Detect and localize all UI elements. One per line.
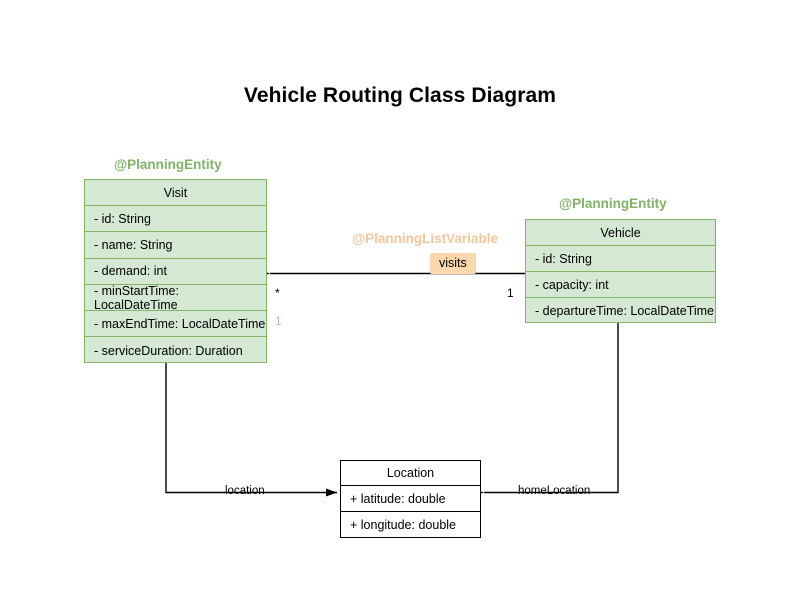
association-label-visits: visits	[430, 253, 476, 274]
multiplicity-visit-extra: 1	[275, 314, 282, 328]
multiplicity-visits-target: *	[275, 286, 280, 300]
association-label-home-location: homeLocation	[518, 485, 591, 497]
attribute-row: + longitude: double	[350, 518, 456, 532]
attribute-row: - capacity: int	[526, 272, 715, 298]
multiplicity-visits-source: 1	[507, 286, 514, 300]
attribute-row: - serviceDuration: Duration	[94, 343, 243, 358]
attribute-row: - demand: int	[85, 259, 266, 285]
attribute-row: - maxEndTime: LocalDateTime	[85, 311, 266, 338]
attribute-row: - minStartTime: LocalDateTime	[85, 284, 266, 312]
page-title: Vehicle Routing Class Diagram	[243, 84, 557, 107]
attribute-row: - departureTime: LocalDateTime	[535, 304, 715, 318]
class-box-visit[interactable]: Visit - id: String - name: String - dema…	[84, 179, 267, 363]
edge-location	[165, 363, 337, 497]
edge-home-location	[473, 323, 619, 497]
class-name-visit: Visit	[85, 180, 266, 206]
stereotype-visit: @PlanningEntity	[114, 157, 222, 172]
class-name-location: Location	[341, 461, 480, 486]
stereotype-vehicle: @PlanningEntity	[559, 196, 667, 211]
class-box-vehicle[interactable]: Vehicle - id: String - capacity: int - d…	[525, 219, 716, 323]
class-name-vehicle: Vehicle	[526, 220, 715, 246]
stereotype-planning-list-variable: @PlanningListVariable	[352, 231, 498, 246]
attribute-row: + latitude: double	[341, 486, 480, 512]
class-box-location[interactable]: Location + latitude: double + longitude:…	[340, 460, 481, 538]
attribute-row: - id: String	[85, 206, 266, 233]
attribute-row: - name: String	[85, 232, 266, 259]
association-label-location: location	[225, 485, 265, 497]
attribute-row: - id: String	[526, 246, 715, 272]
